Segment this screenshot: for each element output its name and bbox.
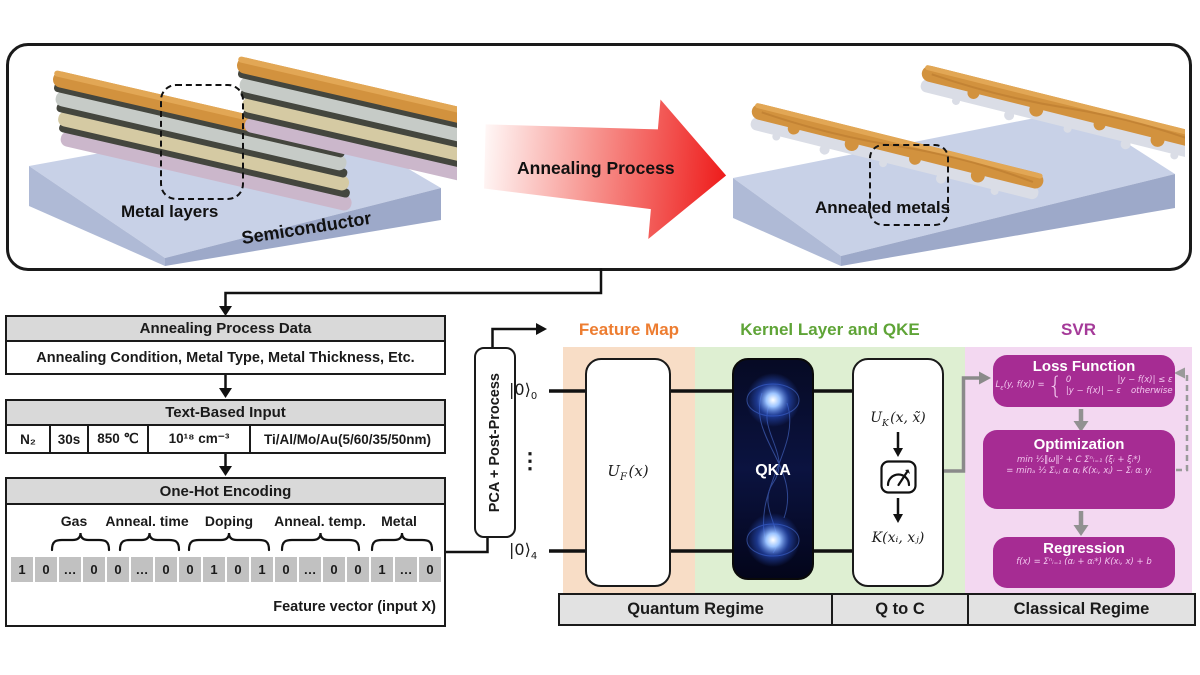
one-hot-box: One-Hot Encoding Gas Anneal. time Doping… bbox=[5, 477, 446, 627]
annealed-metals-label: Annealed metals bbox=[815, 198, 951, 217]
optimization-title: Optimization bbox=[1033, 436, 1125, 453]
annealing-overview-panel: Metal layers Semiconductor Annealing Pro… bbox=[6, 43, 1192, 271]
one-hot-title: One-Hot Encoding bbox=[7, 479, 444, 505]
oh-cell: … bbox=[59, 557, 81, 582]
feature-vector-cells: 1 0 … 0 0 … 0 0 1 0 1 0 … 0 0 1 … 0 bbox=[11, 557, 441, 582]
regression-box: Regression f(x) = Σⁿᵢ₌₁ (αᵢ + αᵢ*) K(xᵢ,… bbox=[993, 537, 1175, 588]
oh-cell: … bbox=[131, 557, 153, 582]
qubit-4-label: |0⟩4 bbox=[509, 540, 538, 563]
oh-cell: 0 bbox=[227, 557, 249, 582]
quantum-regime-label: Quantum Regime bbox=[627, 600, 764, 618]
regression-title: Regression bbox=[1043, 540, 1125, 557]
oh-cell: 0 bbox=[347, 557, 369, 582]
oh-cell: 1 bbox=[203, 557, 225, 582]
one-hot-body: Gas Anneal. time Doping Anneal. temp. Me… bbox=[7, 505, 444, 625]
optimization-box: Optimization min ½‖ω‖² + C Σⁿᵢ₌₁ (ξᵢ + ξ… bbox=[983, 430, 1175, 509]
loss-formula: Lε(y, f(x)) = { 0|y − f(x)| ≤ ε |y − f(x… bbox=[995, 371, 1173, 400]
oh-cell: 0 bbox=[35, 557, 57, 582]
oh-cell: 0 bbox=[419, 557, 441, 582]
oh-cell: 0 bbox=[275, 557, 297, 582]
group-label-metal: Metal bbox=[381, 513, 417, 529]
optimization-formula-2: = minₐ ½ Σᵢ,ⱼ αᵢ αⱼ K(xᵢ, xⱼ) − Σᵢ αᵢ yᵢ bbox=[1006, 466, 1152, 477]
qke-measure-gate: UK (x, x̃) K(xᵢ, xⱼ) bbox=[852, 358, 944, 587]
oh-cell: 0 bbox=[107, 557, 129, 582]
qka-label: QKA bbox=[755, 462, 791, 479]
annealed-metals-illustration bbox=[733, 65, 1185, 266]
loss-function-box: Loss Function Lε(y, f(x)) = { 0|y − f(x)… bbox=[993, 355, 1175, 407]
optimization-formula-1: min ½‖ω‖² + C Σⁿᵢ₌₁ (ξᵢ + ξᵢ*) bbox=[1017, 455, 1141, 465]
doping-cell: 10¹⁸ cm⁻³ bbox=[149, 426, 251, 452]
group-label-time: Anneal. time bbox=[105, 513, 189, 529]
pca-postprocess-box: PCA + Post-Process bbox=[474, 347, 516, 538]
pca-label: PCA + Post-Process bbox=[487, 372, 503, 513]
group-label-doping: Doping bbox=[204, 513, 254, 529]
kernel-label: Kernel Layer and QKE bbox=[740, 320, 920, 339]
oh-cell: 0 bbox=[155, 557, 177, 582]
oh-cell: 1 bbox=[251, 557, 273, 582]
measurement-gauge-icon bbox=[880, 460, 917, 494]
feature-map-gate: UF (x) bbox=[585, 358, 671, 587]
brace-row bbox=[50, 532, 434, 552]
annealing-arrow bbox=[484, 99, 727, 239]
oh-cell: … bbox=[299, 557, 321, 582]
regression-formula: f(x) = Σⁿᵢ₌₁ (αᵢ + αᵢ*) K(xᵢ, x) + b bbox=[1016, 557, 1152, 567]
annealing-process-label: Annealing Process bbox=[517, 158, 675, 178]
feature-vector-caption: Feature vector (input X) bbox=[273, 599, 436, 615]
group-label-temp: Anneal. temp. bbox=[274, 513, 366, 529]
q-to-c-label: Q to C bbox=[831, 595, 967, 624]
metal-cell: Ti/Al/Mo/Au(5/60/35/50nm) bbox=[263, 431, 432, 447]
metal-layers-highlight-box bbox=[160, 84, 244, 200]
time-cell: 30s bbox=[51, 426, 89, 452]
qubit-0-label: |0⟩0 bbox=[509, 380, 538, 403]
metal-layers-label: Metal layers bbox=[121, 202, 219, 221]
kernel-output-label: K(xᵢ, xⱼ) bbox=[871, 530, 925, 546]
classical-regime-label: Classical Regime bbox=[967, 595, 1194, 624]
down-arrow-icon bbox=[893, 498, 903, 523]
uf-label: UF (x) bbox=[607, 462, 649, 483]
annealed-metals-highlight-box bbox=[869, 144, 949, 226]
oh-cell: … bbox=[395, 557, 417, 582]
oh-cell: 0 bbox=[179, 557, 201, 582]
annealing-data-title: Annealing Process Data bbox=[7, 317, 444, 342]
gas-cell: N₂ bbox=[7, 426, 51, 452]
oh-cell: 0 bbox=[323, 557, 345, 582]
qka-gate: QKA bbox=[732, 358, 814, 580]
svr-label: SVR bbox=[1061, 320, 1096, 339]
oh-cell: 1 bbox=[371, 557, 393, 582]
qubit-ellipsis: ⋮ bbox=[519, 448, 541, 473]
group-label-gas: Gas bbox=[60, 513, 88, 529]
regime-bar: Quantum Regime Q to C Classical Regime bbox=[558, 593, 1196, 626]
uk-label: UK (x, x̃) bbox=[870, 410, 926, 429]
loss-title: Loss Function bbox=[1032, 358, 1136, 375]
text-input-row: N₂ 30s 850 ℃ 10¹⁸ cm⁻³ Ti/Al/Mo/Au(5/60/… bbox=[7, 426, 444, 452]
text-input-title: Text-Based Input bbox=[7, 401, 444, 426]
annealing-data-box: Annealing Process Data Annealing Conditi… bbox=[5, 315, 446, 375]
text-input-box: Text-Based Input N₂ 30s 850 ℃ 10¹⁸ cm⁻³ … bbox=[5, 399, 446, 454]
down-arrow-icon bbox=[893, 432, 903, 457]
oh-cell: 1 bbox=[11, 557, 33, 582]
oh-cell: 0 bbox=[83, 557, 105, 582]
metal-layers-illustration bbox=[29, 56, 457, 266]
annealing-data-body: Annealing Condition, Metal Type, Metal T… bbox=[36, 349, 415, 366]
temp-cell: 850 ℃ bbox=[89, 426, 149, 452]
feature-map-label: Feature Map bbox=[578, 320, 680, 339]
